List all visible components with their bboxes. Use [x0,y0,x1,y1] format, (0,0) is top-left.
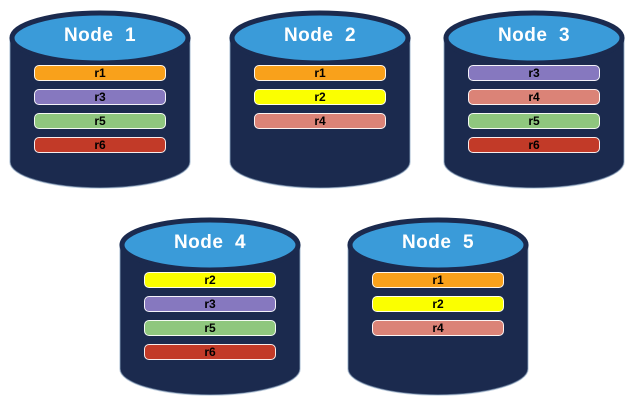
replica-bar-r1: r1 [254,65,386,81]
node-title: Node 4 [173,232,247,253]
replica-list: r1 r2 r4 [372,272,504,336]
replica-list: r1 r3 r5 r6 [34,65,166,153]
replica-bar-r3: r3 [468,65,600,81]
node-title: Node 5 [401,232,475,253]
replica-bar-r4: r4 [372,320,504,336]
node-3: Node 3 r3 r4 r5 r6 [442,5,626,191]
replica-bar-r2: r2 [144,272,276,288]
replica-bar-r2: r2 [254,89,386,105]
replica-list: r2 r3 r5 r6 [144,272,276,360]
node-4: Node 4 r2 r3 r5 r6 [118,212,302,398]
replica-bar-r6: r6 [468,137,600,153]
replica-bar-r5: r5 [144,320,276,336]
replica-bar-r5: r5 [468,113,600,129]
replica-bar-r3: r3 [144,296,276,312]
replica-list: r1 r2 r4 [254,65,386,129]
replica-bar-r6: r6 [34,137,166,153]
replica-bar-r1: r1 [372,272,504,288]
replica-bar-r3: r3 [34,89,166,105]
node-title: Node 3 [497,25,571,46]
node-title: Node 1 [63,25,137,46]
replica-bar-r6: r6 [144,344,276,360]
node-1: Node 1 r1 r3 r5 r6 [8,5,192,191]
replica-bar-r4: r4 [468,89,600,105]
node-5: Node 5 r1 r2 r4 [346,212,530,398]
node-title: Node 2 [283,25,357,46]
node-2: Node 2 r1 r2 r4 [228,5,412,191]
replica-bar-r5: r5 [34,113,166,129]
replica-bar-r2: r2 [372,296,504,312]
replica-bar-r4: r4 [254,113,386,129]
replica-list: r3 r4 r5 r6 [468,65,600,153]
replica-bar-r1: r1 [34,65,166,81]
